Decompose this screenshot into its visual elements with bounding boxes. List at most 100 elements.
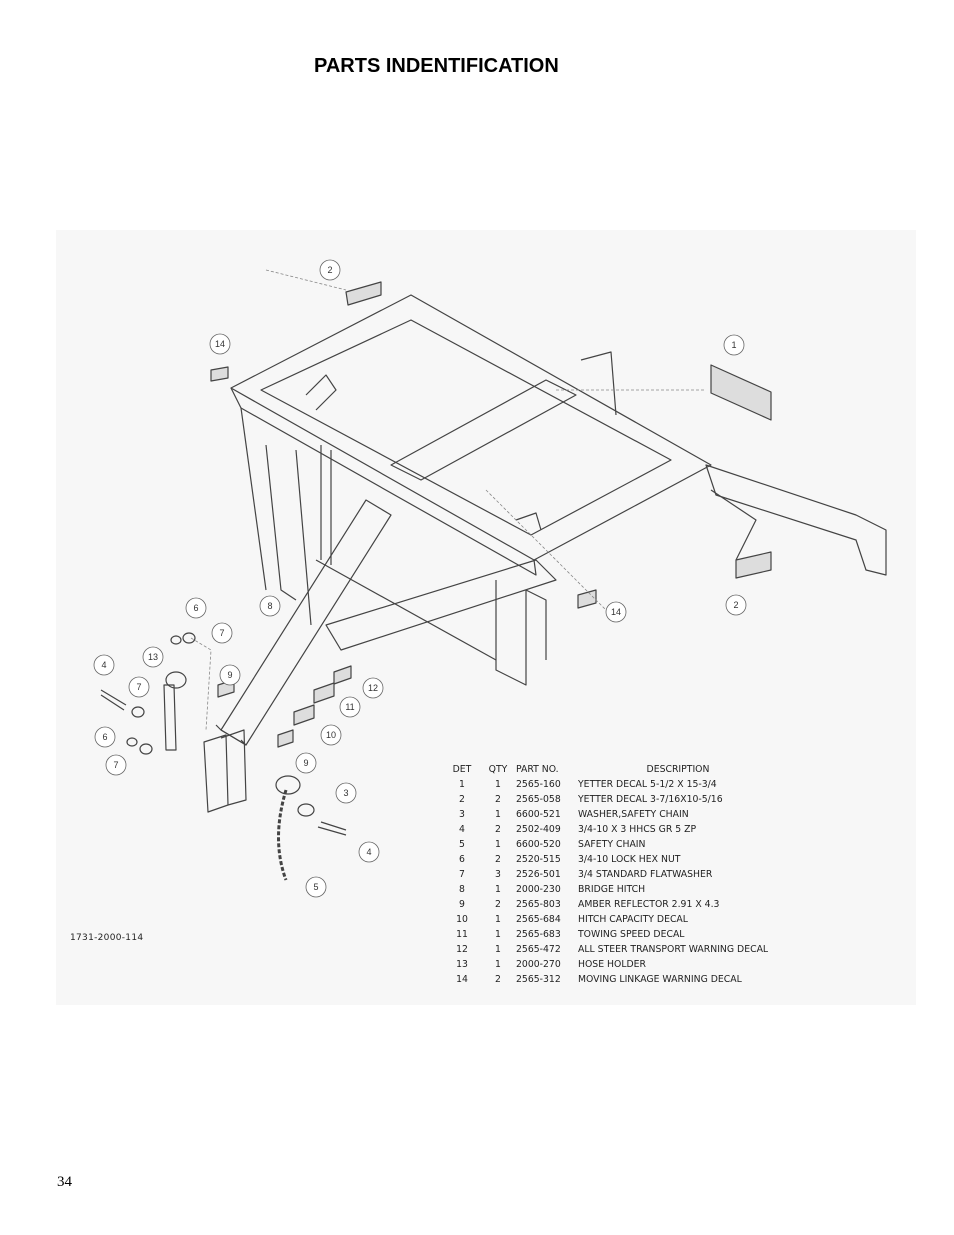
balloon [259,595,281,617]
row-qty: 2 [495,974,501,985]
header-det: DET [452,764,472,775]
balloon [211,622,233,644]
row-part-no: 2565-803 [516,899,561,910]
row-description: BRIDGE HITCH [578,884,646,895]
row-qty: 2 [495,794,501,805]
row-part-no: 2565-312 [516,974,561,985]
row-part-no: 2000-270 [516,959,561,970]
row-det: 12 [456,944,468,955]
balloon [725,594,747,616]
header-qty: QTY [488,764,508,775]
parts-table-header: DET QTY PART NO. DESCRIPTION [444,762,778,777]
table-row: 12 1 2565-472 ALL STEER TRANSPORT WARNING D… [444,942,778,957]
balloon-label: 6 [102,732,107,742]
balloon [105,754,127,776]
balloon-label: 2 [327,265,332,275]
row-qty: 1 [495,809,501,820]
balloon [339,696,361,718]
row-part-no: 2520-515 [516,854,561,865]
balloon-label: 2 [733,600,738,610]
row-qty: 2 [495,899,501,910]
balloon [219,664,241,686]
header-part-no: PART NO. [516,764,559,775]
row-description: 3/4-10 LOCK HEX NUT [578,854,681,865]
balloon-label: 13 [148,652,158,662]
clevis [203,734,229,813]
balloon-label: 7 [136,682,141,692]
row-description: WASHER,SAFETY CHAIN [578,809,689,820]
row-det: 11 [456,929,468,940]
balloon-label: 6 [193,603,198,613]
balloon-label: 7 [113,760,118,770]
diagonal-brace [325,559,557,651]
balloon-label: 9 [227,670,232,680]
row-det: 4 [459,824,465,835]
balloon [335,782,357,804]
balloon [605,601,627,623]
row-det: 6 [459,854,465,865]
frame-outline [230,294,712,561]
row-part-no: 2000-230 [516,884,561,895]
balloon-label: 1 [731,340,736,350]
balloon-label: 4 [366,847,371,857]
balloon [93,654,115,676]
balloon [320,724,342,746]
balloon [362,677,384,699]
row-part-no: 2565-058 [516,794,561,805]
row-part-no: 6600-520 [516,839,561,850]
safety-chain [277,789,288,881]
table-row: 6 2 2520-515 3/4-10 LOCK HEX NUT [444,852,778,867]
row-det: 2 [459,794,465,805]
balloon-label: 12 [368,683,378,693]
row-det: 9 [459,899,465,910]
balloon-label: 10 [326,730,336,740]
frame-inner [260,319,672,536]
row-description: SAFETY CHAIN [578,839,646,850]
balloon [358,841,380,863]
row-det: 8 [459,884,465,895]
row-qty: 1 [495,839,501,850]
balloon-label: 8 [267,601,272,611]
balloon [295,752,317,774]
table-row: 2 2 2565-058 YETTER DECAL 3-7/16X10-5/16 [444,792,778,807]
row-qty: 3 [495,869,501,880]
balloon-label: 9 [303,758,308,768]
table-row: 8 1 2000-230 BRIDGE HITCH [444,882,778,897]
row-description: AMBER REFLECTOR 2.91 X 4.3 [578,899,720,910]
page-title: PARTS INDENTIFICATION [314,55,559,77]
row-qty: 1 [495,884,501,895]
row-description: ALL STEER TRANSPORT WARNING DECAL [578,944,769,955]
row-qty: 2 [495,824,501,835]
row-qty: 1 [495,929,501,940]
row-qty: 1 [495,944,501,955]
row-det: 3 [459,809,465,820]
balloon-label: 7 [219,628,224,638]
row-det: 14 [456,974,468,985]
row-qty: 2 [495,854,501,865]
drawing-number: 1731-2000-114 [70,933,144,943]
cross-member [390,379,577,481]
balloon-label: 5 [313,882,318,892]
row-description: 3/4-10 X 3 HHCS GR 5 ZP [578,824,697,835]
balloon [185,597,207,619]
page-number: 34 [57,1174,72,1190]
row-part-no: 6600-521 [516,809,561,820]
row-det: 7 [459,869,465,880]
balloon-label: 14 [215,339,225,349]
row-description: HOSE HOLDER [578,959,647,970]
balloon [94,726,116,748]
row-part-no: 2565-472 [516,944,561,955]
balloon [319,259,341,281]
row-det: 13 [456,959,468,970]
balloon [209,333,231,355]
row-description: YETTER DECAL 3-7/16X10-5/16 [578,794,723,805]
